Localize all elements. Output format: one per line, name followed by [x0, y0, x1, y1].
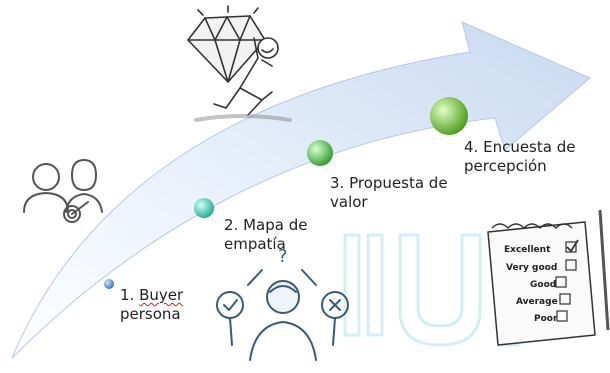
checklist-item-4: Average — [516, 297, 558, 307]
checklist-item-3: Good — [530, 280, 556, 290]
step-2-label: 2. Mapa de empatía — [224, 216, 308, 253]
step-3-dot — [307, 140, 333, 166]
step-3-label: 3. Propuesta de valor — [330, 174, 448, 211]
step-1-dot — [104, 279, 114, 289]
question-mark: ? — [278, 246, 288, 267]
checklist-item-2: Very good — [506, 263, 557, 273]
step-4-label: 4. Encuesta de percepción — [464, 138, 576, 175]
step-2-dot — [194, 198, 214, 218]
step-4-dot — [430, 97, 468, 135]
diamond-icon — [187, 5, 266, 83]
checklist-item-1: Excellent — [504, 245, 551, 255]
step-1-label: 1. Buyer persona — [120, 286, 184, 323]
checklist-item-5: Poor — [534, 314, 558, 324]
